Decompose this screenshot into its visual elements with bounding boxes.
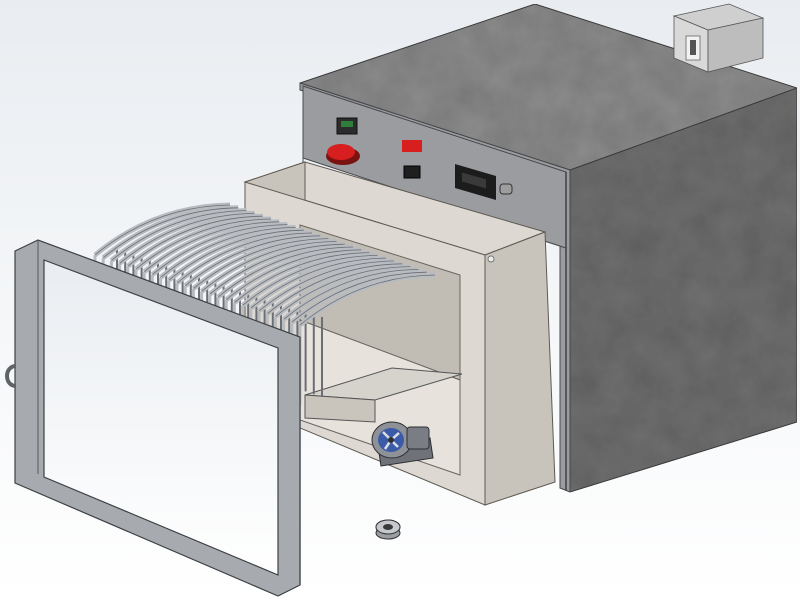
rack-tube-edge: [258, 260, 395, 312]
rack-tube-edge: [225, 249, 362, 301]
fan-hub: [388, 437, 394, 443]
junction-box-side: [707, 17, 764, 73]
emergency-stop-button: [327, 144, 355, 160]
mount-hole: [487, 255, 495, 263]
rack-tube-edge: [266, 263, 403, 315]
rack-tube-edge: [143, 221, 280, 273]
junction-box-switch: [690, 40, 696, 55]
junction-box: [672, 3, 765, 73]
selector-switch: [403, 165, 421, 179]
controller-display: [462, 172, 486, 189]
rack-tube-edge: [275, 266, 411, 317]
rack-tube-edge: [111, 210, 247, 261]
rack-tube-edge: [201, 241, 337, 292]
rack-tube-edge: [94, 204, 231, 256]
door-frame-opening: [43, 259, 279, 576]
rack-tube-edge: [283, 269, 419, 320]
rack-tube-edge: [209, 243, 345, 295]
bottom-plate-edge: [304, 394, 376, 423]
rack-tube-edge: [217, 246, 354, 298]
cabinet-front-face: [299, 82, 571, 493]
door-frame: [5, 239, 301, 597]
rack-tube-edge: [119, 213, 255, 264]
rack-tube-edge: [176, 232, 313, 284]
rack-tube-edge: [135, 218, 272, 270]
rack-tube-edge: [234, 252, 370, 303]
circulation-fan: [371, 421, 434, 467]
rack-tube-edge: [127, 215, 263, 267]
rack-tube-edge: [102, 207, 239, 259]
rack-tube-edge: [193, 238, 329, 289]
door-handle: [5, 364, 17, 388]
rack-tube-edge: [168, 229, 304, 281]
rack-tube-edge: [184, 235, 321, 287]
rack-tube-edge: [160, 227, 296, 278]
rack-tube-edge: [299, 274, 436, 326]
fan-motor: [406, 426, 430, 450]
ring-hole: [383, 524, 393, 530]
rack-tube-edge: [152, 224, 288, 275]
ring-part: [375, 519, 401, 540]
rack-tube-edge: [250, 257, 386, 309]
indicator-lamp-lens: [341, 121, 353, 127]
red-switch: [402, 140, 422, 152]
controller-knob: [499, 183, 513, 195]
panel-components: [326, 117, 513, 200]
chamber-right-side: [484, 231, 556, 506]
outer-cabinet: [298, 3, 799, 493]
rack-tube-edge: [291, 271, 427, 323]
rack-tube-edge: [242, 255, 378, 306]
fan-blades: [382, 431, 400, 450]
